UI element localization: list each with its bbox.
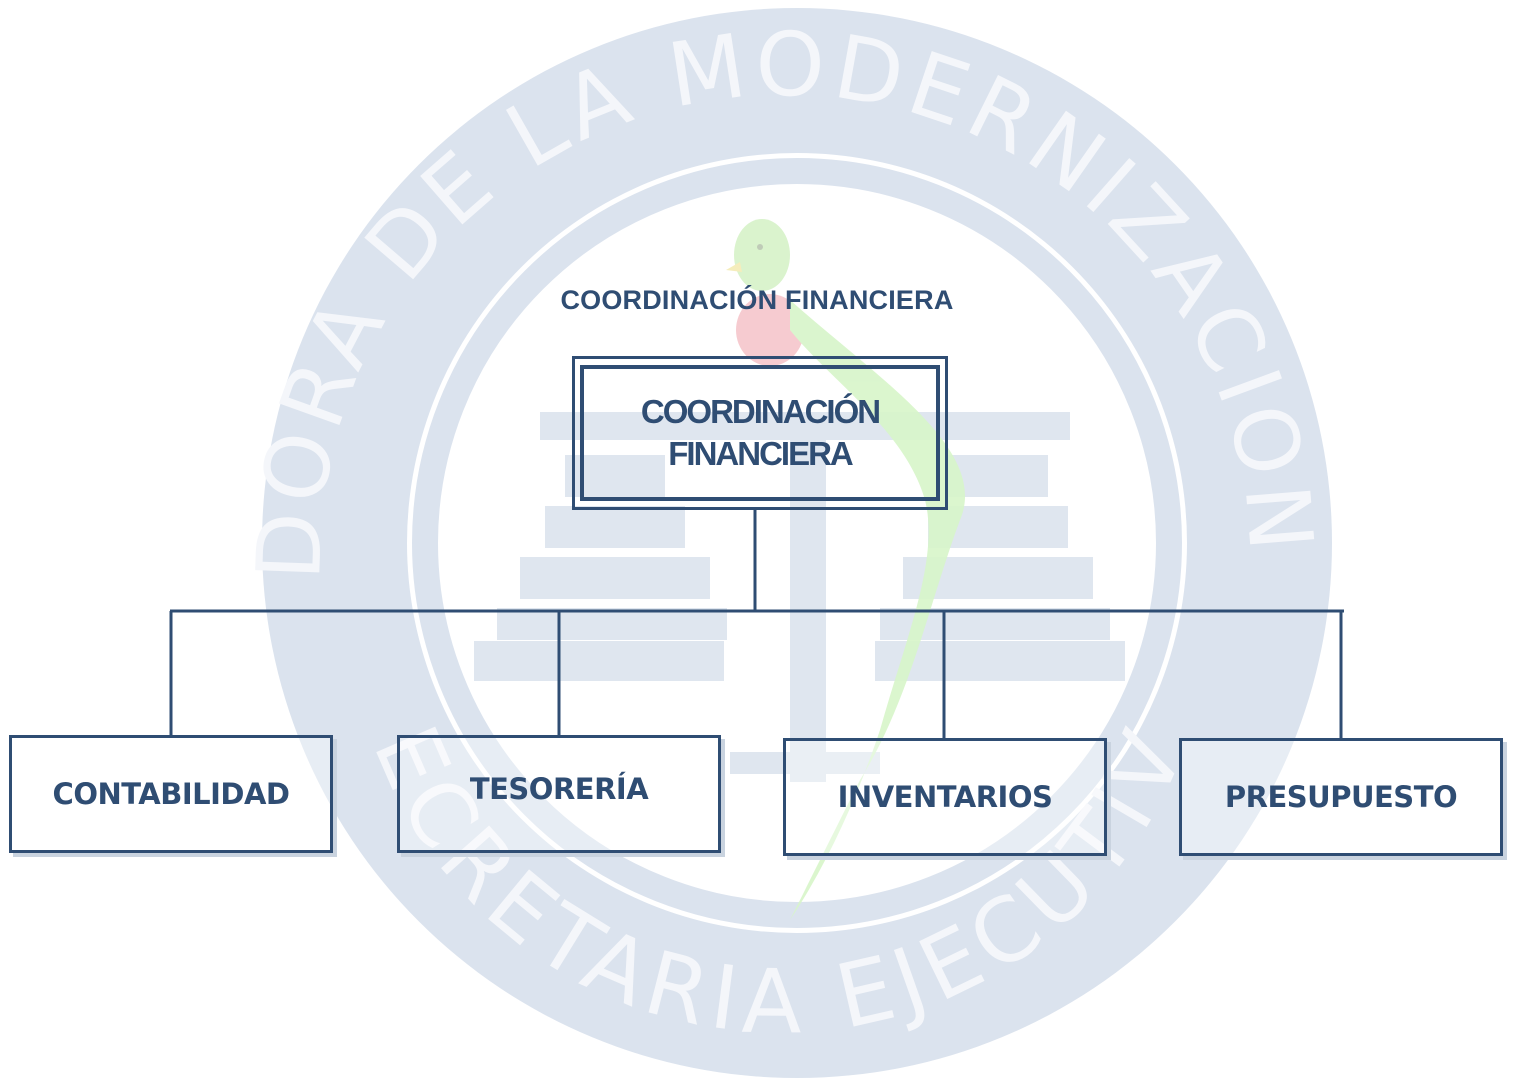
org-node-presupuesto: PRESUPUESTO: [1179, 738, 1503, 856]
org-node-inventarios: INVENTARIOS: [783, 738, 1107, 856]
org-node-tesoreria: TESORERÍA: [397, 735, 721, 853]
org-root-inner-frame: COORDINACIÓN FINANCIERA: [580, 365, 940, 501]
org-node-label: TESORERÍA: [469, 772, 649, 806]
org-root-node: COORDINACIÓN FINANCIERA: [572, 356, 948, 510]
org-node-contabilidad: CONTABILIDAD: [9, 735, 333, 853]
org-node-label: INVENTARIOS: [837, 780, 1053, 814]
page-title: COORDINACIÓN FINANCIERA: [560, 285, 954, 315]
org-node-label: CONTABILIDAD: [52, 777, 290, 811]
org-node-label: PRESUPUESTO: [1224, 780, 1458, 814]
org-root-label: COORDINACIÓN FINANCIERA: [640, 393, 881, 472]
